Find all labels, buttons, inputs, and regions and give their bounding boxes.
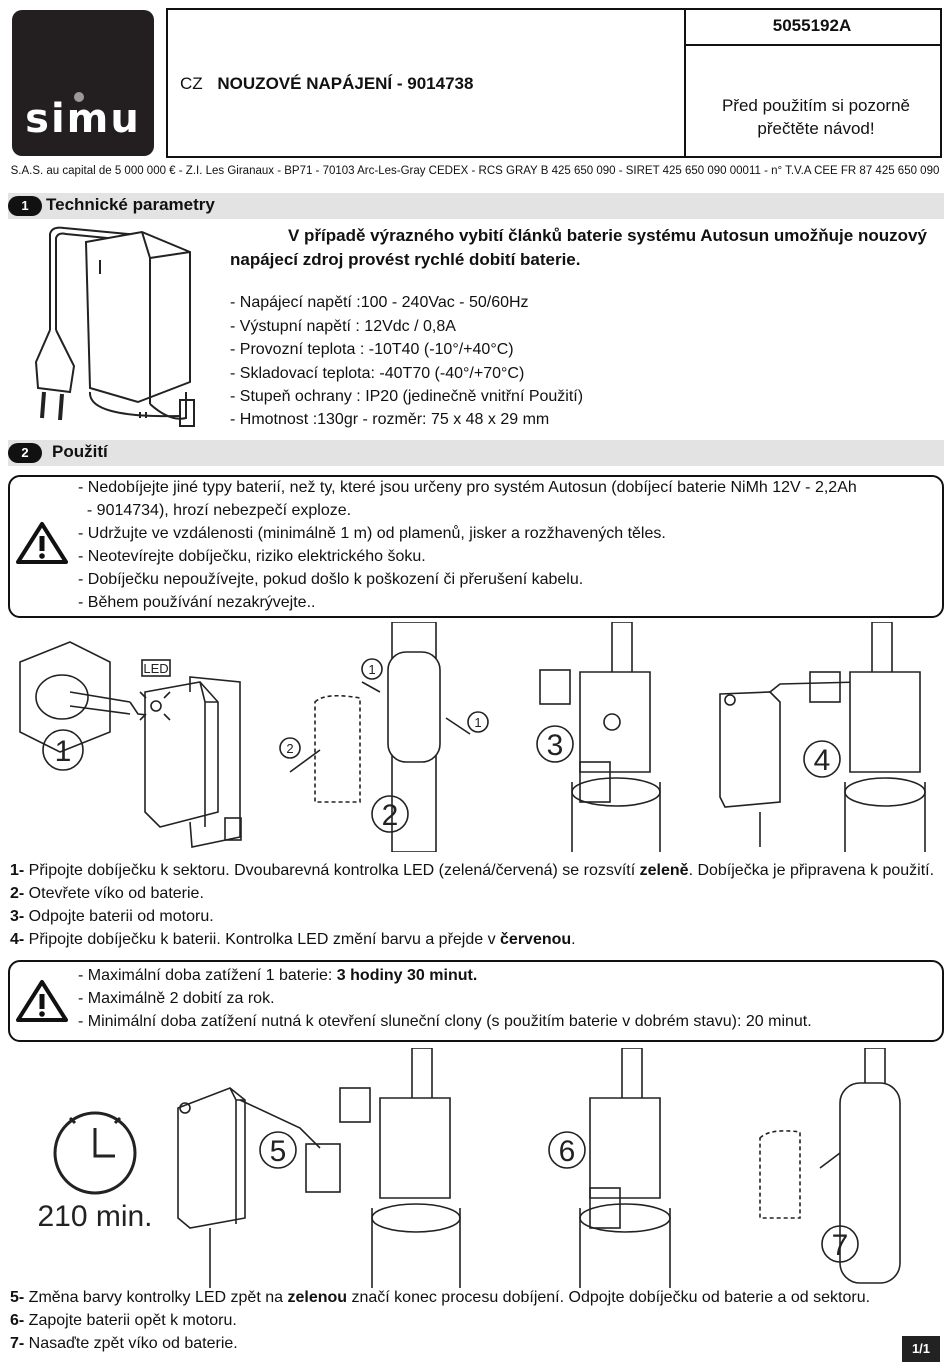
fig-sub-1b: 1 [474,715,481,730]
step-3: 3- Odpojte baterii od motoru. [10,908,214,925]
fig-num-6: 6 [559,1135,576,1168]
document-title: CZ NOUZOVÉ NAPÁJENÍ - 9014738 [180,74,473,94]
steps-1-4-figures: 1 2 3 4 1 1 2 LED [19,622,926,852]
header-divider [684,10,686,156]
warning-box-1: - Nedobíjejte jiné typy baterií, než ty,… [8,475,944,618]
warning-max-charges: - Maximálně 2 dobití za rok. [78,990,275,1007]
fig-num-5: 5 [270,1135,287,1168]
warning-min-load: - Minimální doba zatížení nutná k otevře… [78,1013,812,1030]
step-1: 1- Připojte dobíječku k sektoru. Dvoubar… [10,862,935,879]
step-2: 2- Otevřete víko od baterie. [10,885,204,902]
note-line-1: Před použitím si pozorně [721,96,911,115]
spec-output-voltage: - Výstupní napětí : 12Vdc / 0,8A [230,318,456,335]
duration-label: 210 min. [37,1200,152,1233]
logo-dot [74,92,84,102]
clock-icon [53,1111,137,1195]
figure-step-3 [536,622,661,852]
logo-text: simu [25,96,141,142]
step-6: 6- Zapojte baterii opět k motoru. [10,1312,237,1329]
read-instructions-note: Před použitím si pozorně přečtěte návod! [698,94,934,140]
step-7: 7- Nasaďte zpět víko od baterie. [10,1335,238,1352]
section-2-header: 2 Použití [8,440,944,466]
fig-num-1: 1 [55,735,72,768]
step-4: 4- Připojte dobíječku k baterii. Kontrol… [10,931,576,948]
section-number: 1 [8,196,42,216]
section-title: Technické parametry [46,195,215,214]
warning-line: - 9014734), hrozí nebezpečí exploze. [78,502,352,519]
warning-box-2: - Maximální doba zatížení 1 baterie: 3 h… [8,960,944,1042]
spec-storage-temp: - Skladovací teplota: -40T70 (-40°/+70°C… [230,365,525,382]
warning-max-load: - Maximální doba zatížení 1 baterie: 3 h… [78,967,478,984]
fig-sub-1a: 1 [368,662,375,677]
page-number: 1/1 [902,1336,940,1362]
spec-protection: - Stupeň ochrany : IP20 (jedinečně vnitř… [230,388,584,405]
figure-step-5 [177,1048,461,1288]
header-divider-h [684,44,940,46]
warning-line: - Udržujte ve vzdálenosti (minimálně 1 m… [78,525,666,542]
spec-operating-temp: - Provozní teplota : -10T40 (-10°/+40°C) [230,341,514,358]
figure-step-7 [759,1048,901,1284]
section-number: 2 [8,443,42,463]
title-text: NOUZOVÉ NAPÁJENÍ - 9014738 [217,74,474,93]
document-code: 5055192A [772,16,852,35]
note-line-2: přečtěte návod! [757,119,875,138]
warning-icon [16,980,68,1022]
fig-num-7: 7 [832,1229,849,1262]
led-label: LED [143,661,168,676]
section-1-intro: V případě výrazného vybití článků bateri… [230,226,927,269]
warning-icon [16,522,68,564]
fig-num-2: 2 [382,799,399,832]
lang-code: CZ [180,74,203,93]
charger-illustration [34,226,195,427]
section-1-header: 1 Technické parametry [8,193,944,219]
company-info: S.A.S. au capital de 5 000 000 € - Z.I. … [10,165,940,177]
figure-step-1 [19,641,242,848]
section-title: Použití [52,442,108,461]
step-5: 5- Změna barvy kontrolky LED zpět na zel… [10,1289,871,1306]
fig-num-3: 3 [547,729,564,762]
header-box: CZ NOUZOVÉ NAPÁJENÍ - 9014738 5055192A P… [166,8,942,158]
figure-step-4 [719,622,926,852]
spec-weight-size: - Hmotnost :130gr - rozměr: 75 x 48 x 29… [230,411,550,428]
warning-line: - Dobíječku nepoužívejte, pokud došlo k … [78,571,584,588]
steps-5-7-figures: 5 6 7 210 min. [37,1048,901,1288]
warning-line: - Nedobíjejte jiné typy baterií, než ty,… [78,479,857,496]
figure-step-6 [548,1048,671,1288]
warning-line: - Během používání nezakrývejte.. [78,594,316,611]
figure-step-2 [279,622,489,852]
fig-num-4: 4 [814,744,831,777]
spec-supply-voltage: - Napájecí napětí :100 - 240Vac - 50/60H… [230,294,529,311]
warning-line: - Neotevírejte dobíječku, riziko elektri… [78,548,426,565]
simu-logo: simu [12,10,154,156]
fig-sub-2: 2 [286,741,293,756]
